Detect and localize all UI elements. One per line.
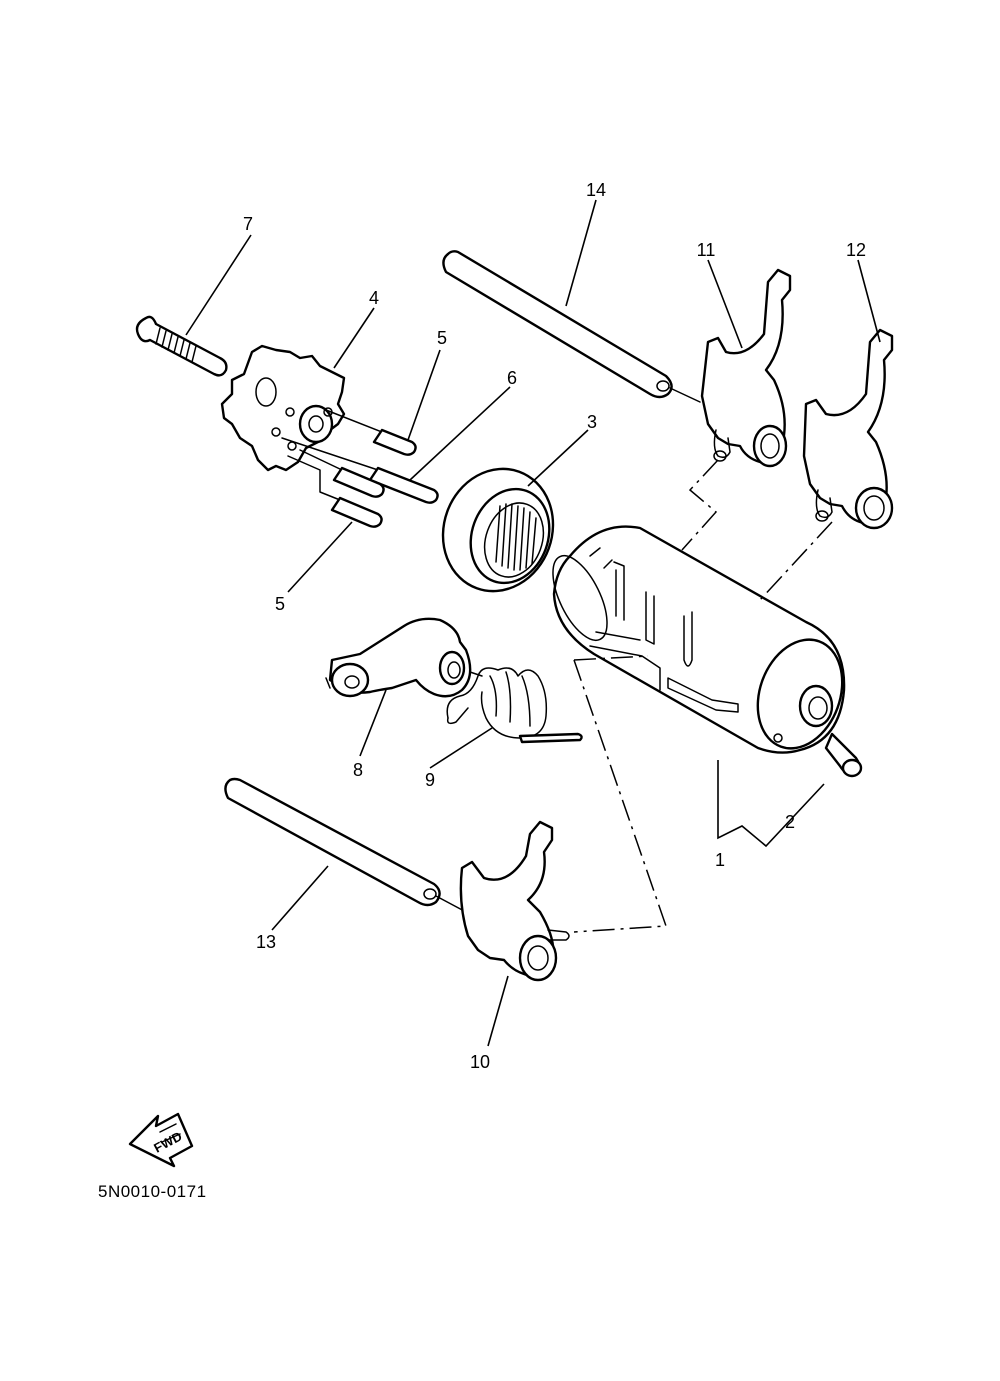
part-14-guide-bar: [442, 250, 701, 403]
part-11-shift-fork: [700, 268, 792, 468]
diagram-reference-code: 5N0010-0171: [98, 1182, 207, 1201]
label-part-3: 3: [587, 412, 597, 432]
leader-lines: [185, 199, 881, 1047]
part-5-pin-lower: [287, 455, 383, 528]
part-2-pin: [824, 732, 863, 778]
part-1-shift-cam: [552, 525, 846, 754]
label-part-1: 1: [715, 850, 725, 870]
forward-arrow-icon: FWD: [128, 1112, 194, 1168]
label-part-5: 5: [437, 328, 447, 348]
alignment-lines: [573, 459, 833, 933]
part-9-torsion-spring: [446, 667, 583, 744]
part-12-shift-fork: [802, 328, 894, 530]
label-part-6: 6: [507, 368, 517, 388]
label-part-9: 9: [425, 770, 435, 790]
label-part-7: 7: [243, 214, 253, 234]
part-5-pin-mid: [299, 449, 385, 498]
part-7-screw: [135, 315, 228, 377]
part-13-guide-bar: [224, 777, 467, 913]
part-8-stopper-lever: [325, 617, 483, 698]
label-part-11: 11: [697, 240, 716, 260]
part-5-pin-upper: [325, 409, 417, 456]
part-6-long-pin: [281, 437, 439, 504]
part-3-bearing: [441, 467, 555, 593]
label-part-8: 8: [353, 760, 363, 780]
part-4-segment: [220, 344, 346, 472]
label-part-10: 10: [470, 1052, 490, 1072]
label-part-5-lower: 5: [275, 594, 285, 614]
label-part-4: 4: [369, 288, 379, 308]
part-labels: 1 2 3 4 5 5 6 7 8 9 10 11 12 13 14: [243, 180, 866, 1072]
part-10-shift-fork: [459, 820, 570, 982]
label-part-2: 2: [785, 812, 795, 832]
label-part-14: 14: [586, 180, 606, 200]
label-part-12: 12: [846, 240, 866, 260]
label-part-13: 13: [256, 932, 276, 952]
